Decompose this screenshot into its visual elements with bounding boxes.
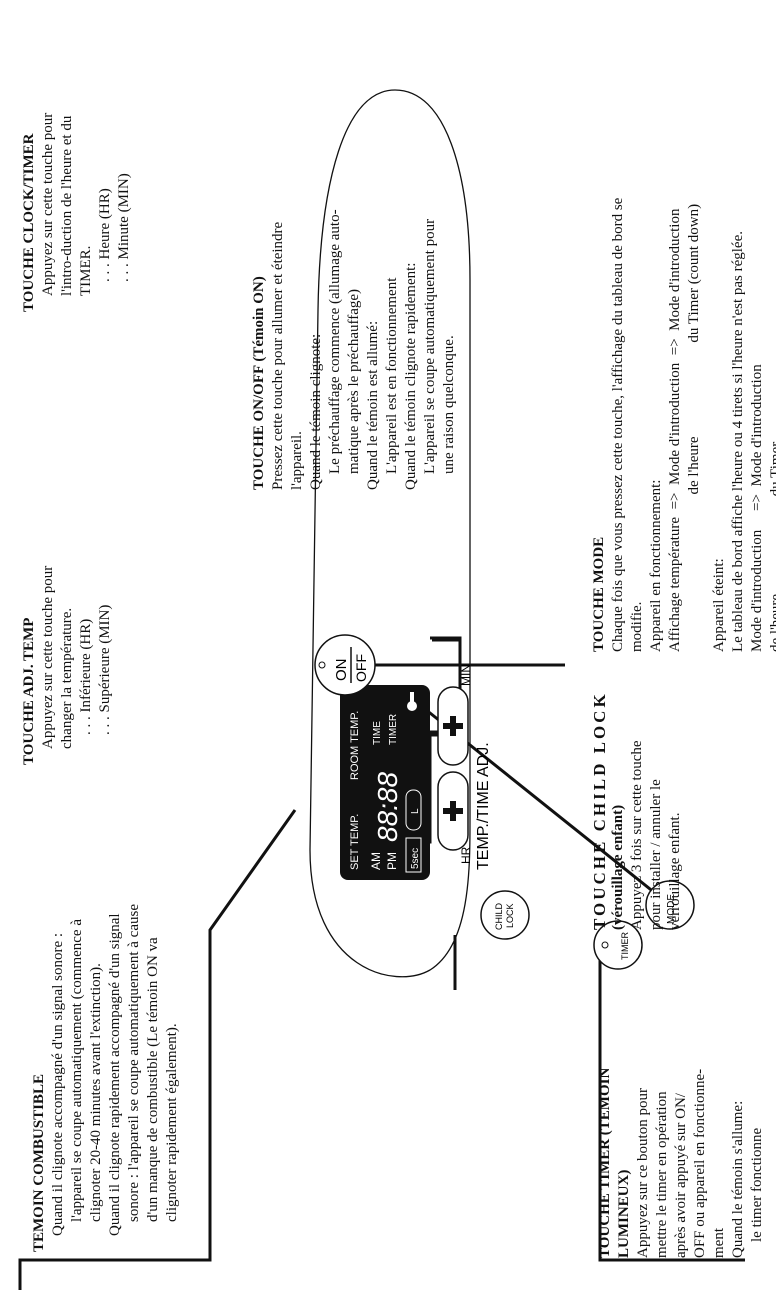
display-digits: 88:88 bbox=[372, 772, 403, 842]
mode-line: Chaque fois que vous pressez cette touch… bbox=[610, 197, 626, 652]
leader-clock-timer bbox=[395, 0, 560, 25]
clock-timer-line: . . . Heure (HR) bbox=[97, 188, 113, 282]
off-label: OFF bbox=[353, 654, 369, 682]
timer-button-label: TIMER bbox=[620, 932, 630, 960]
child-lock-line: pour installer / annuler le bbox=[648, 779, 664, 930]
section-child-lock: TOUCHE CHILD LOCK (vérouillage enfant) A… bbox=[590, 670, 685, 930]
lcd-display: SET TEMP. ROOM TEMP. AM PM 88:88 TIME TI… bbox=[340, 685, 430, 880]
combustible-line: d'un manque de combustible (Le témoin ON… bbox=[145, 937, 161, 1222]
display-5sec: 5sec bbox=[410, 848, 421, 869]
clock-timer-title: TOUCHE CLOCK/TIMER bbox=[21, 133, 37, 313]
display-time: TIME bbox=[372, 721, 383, 745]
mode-line: Le tableau de bord affiche l'heure ou 4 … bbox=[730, 231, 746, 652]
on-off-button[interactable]: ON OFF bbox=[314, 634, 376, 696]
child-lock-line: Appuyez 3 fois sur cette touche bbox=[629, 740, 645, 930]
adj-temp-line: . . . Supérieure (MIN) bbox=[97, 604, 113, 735]
child-label-2: LOCK bbox=[505, 903, 515, 928]
display-timer: TIMER bbox=[388, 714, 399, 745]
timer-button[interactable]: TIMER bbox=[593, 920, 643, 970]
hr-button[interactable] bbox=[437, 771, 469, 851]
child-lock-button[interactable]: CHILD LOCK bbox=[480, 890, 530, 940]
adj-temp-line: Appuyez sur cette touche pour bbox=[40, 565, 56, 749]
child-lock-title-1: TOUCHE CHILD LOCK bbox=[590, 691, 609, 930]
mode-button[interactable]: MODE bbox=[645, 880, 695, 930]
leader-adj-elbow bbox=[302, 750, 335, 838]
on-label: ON bbox=[333, 659, 350, 682]
clock-timer-line: . . . Minute (MIN) bbox=[116, 173, 132, 282]
mode-line: de l'heure du Timer (count down) bbox=[686, 203, 702, 652]
on-off-line: Quand le témoin est allumé: bbox=[365, 320, 381, 490]
display-pm: PM bbox=[385, 852, 399, 870]
on-off-line: l'appareil. bbox=[289, 431, 305, 490]
clock-timer-line: TIMER. bbox=[78, 245, 94, 296]
on-off-line: Le préchauffage commence (allumage auto- bbox=[327, 209, 343, 474]
timer-line: ment bbox=[711, 1228, 727, 1258]
mode-line: Mode d'introduction => Mode d'introducti… bbox=[749, 364, 765, 652]
timer-title-1: TOUCHE TIMER (TEMOIN bbox=[597, 1067, 613, 1258]
temp-time-adj-label: TEMP./TIME ADJ. bbox=[475, 742, 492, 870]
display-set-temp: SET TEMP. bbox=[349, 814, 361, 870]
section-timer: TOUCHE TIMER (TEMOIN LUMINEUX) Appuyez s… bbox=[596, 1018, 767, 1258]
timer-line: Quand le témoin s'allume: bbox=[730, 1100, 746, 1258]
on-off-line: L'appareil est en fonctionnement bbox=[384, 277, 400, 474]
leader-clock-real bbox=[255, 0, 395, 14]
timer-line: le timer fonctionne bbox=[749, 1127, 765, 1242]
section-clock-timer: TOUCHE CLOCK/TIMER Appuyez sur cette tou… bbox=[20, 12, 134, 312]
leader-timer-line bbox=[598, 945, 745, 1262]
timer-title-2: LUMINEUX) bbox=[616, 1169, 632, 1258]
min-button[interactable] bbox=[437, 686, 469, 766]
timer-line: OFF ou appareil en fonctionne- bbox=[692, 1068, 708, 1258]
mode-line: modifie. bbox=[629, 601, 645, 652]
min-label: MIN bbox=[459, 664, 473, 686]
panel-outline bbox=[309, 89, 471, 978]
on-off-line: matique après le préchauffage) bbox=[346, 288, 362, 474]
timer-line: après avoir appuyé sur ON/ bbox=[673, 1093, 689, 1258]
timer-line: Appuyez sur ce bouton pour bbox=[635, 1088, 651, 1258]
adj-temp-line: changer la température. bbox=[59, 607, 75, 749]
leader-combustible bbox=[18, 809, 297, 1290]
mode-line: de l'heure du Timer bbox=[768, 441, 776, 652]
mode-line: Appareil éteint: bbox=[711, 558, 727, 652]
combustible-title: TEMOIN COMBUSTIBLE bbox=[31, 1074, 47, 1252]
section-combustible: TEMOIN COMBUSTIBLE Quand il clignote acc… bbox=[30, 902, 182, 1252]
combustible-line: sonore : l'appareil se coupe automatique… bbox=[126, 904, 142, 1222]
hr-label: HR bbox=[459, 846, 473, 864]
adj-temp-title: TOUCHE ADJ. TEMP bbox=[21, 617, 37, 765]
combustible-line: Quand il clignote rapidement accompagné … bbox=[107, 913, 123, 1236]
timer-line: mettre le timer en opération bbox=[654, 1091, 670, 1258]
section-on-off: TOUCHE ON/OFF (Témoin ON) Pressez cette … bbox=[250, 30, 459, 490]
combustible-line: clignoter rapidement également). bbox=[164, 1023, 180, 1222]
combustible-line: l'appareil se coupe automatiquement (com… bbox=[69, 919, 85, 1222]
mode-label: MODE bbox=[666, 894, 677, 924]
display-room-temp: ROOM TEMP. bbox=[349, 711, 361, 780]
section-adj-temp: TOUCHE ADJ. TEMP Appuyez sur cette touch… bbox=[20, 465, 115, 765]
display-am: AM bbox=[369, 852, 383, 870]
section-mode: TOUCHE MODE Chaque fois que vous pressez… bbox=[590, 12, 776, 652]
adj-temp-line: . . . Inférieure (HR) bbox=[78, 618, 94, 735]
child-label-1: CHILD bbox=[494, 902, 504, 930]
child-lock-line: verrouillage enfant. bbox=[667, 812, 683, 930]
on-off-line: Quand le témoin clignote rapidement: bbox=[403, 262, 419, 490]
child-lock-title-2: (vérouillage enfant) bbox=[610, 804, 626, 930]
display-fuel: L bbox=[410, 808, 421, 814]
combustible-line: Quand il clignote accompagné d'un signal… bbox=[50, 932, 66, 1236]
clock-timer-line: Appuyez sur cette touche pour bbox=[40, 112, 56, 296]
on-off-line: Pressez cette touche pour allumer et éte… bbox=[270, 221, 286, 490]
on-off-line: Quand le témoin clignote: bbox=[308, 333, 324, 490]
mode-title: TOUCHE MODE bbox=[591, 536, 607, 652]
mode-line: Affichage température => Mode d'introduc… bbox=[667, 208, 683, 652]
leader-adj-temp-3 bbox=[430, 640, 432, 735]
on-off-title: TOUCHE ON/OFF (Témoin ON) bbox=[251, 276, 267, 490]
on-off-line: L'appareil se coupe automatiquement pour bbox=[422, 218, 438, 474]
combustible-line: clignoter 20-40 minutes avant l'extincti… bbox=[88, 963, 104, 1222]
leader-adj-bar bbox=[252, 0, 318, 20]
mode-line: Appareil en fonctionnement: bbox=[648, 479, 664, 652]
clock-timer-line: l'intro-duction de l'heure et du bbox=[59, 115, 75, 296]
on-off-line: une raison quelconque. bbox=[441, 335, 457, 474]
